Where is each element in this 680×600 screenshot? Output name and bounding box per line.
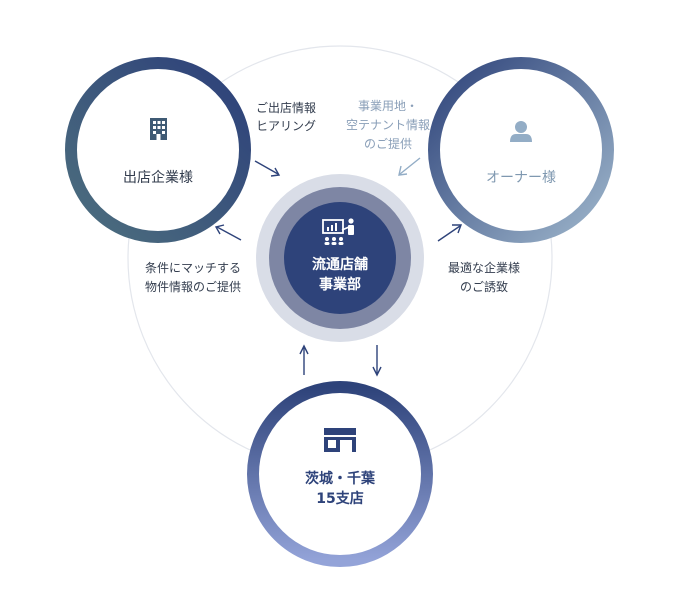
- caption-property-line1: 条件にマッチする: [145, 261, 241, 275]
- caption-hearing-line2: ヒアリング: [256, 119, 316, 133]
- branches-label-line2: 15支店: [316, 490, 363, 507]
- arrow-company-to-hub: [254, 160, 281, 177]
- arrow-hub-to-owner: [437, 224, 463, 242]
- arrow-branches-to-hub: [299, 344, 309, 375]
- node-company: 出店企業様: [65, 57, 251, 243]
- person-icon: [510, 121, 532, 142]
- caption-land-line1: 事業用地・: [358, 99, 418, 113]
- caption-invite-line1: 最適な企業様: [448, 260, 520, 275]
- company-label: 出店企業様: [123, 169, 193, 186]
- building-icon: [150, 118, 167, 140]
- caption-hearing-line1: ご出店情報: [256, 100, 316, 115]
- caption-property-line2: 物件情報のご提供: [145, 279, 241, 294]
- arrow-owner-to-hub: [398, 157, 421, 176]
- owner-label: オーナー様: [486, 170, 556, 186]
- presentation-icon: [322, 218, 354, 245]
- node-owner: オーナー様: [428, 57, 614, 243]
- center-core: [284, 202, 396, 314]
- caption-invite-line2: のご誘致: [460, 279, 508, 294]
- arrow-hub-to-company: [214, 224, 242, 241]
- branches-label-line1: 茨城・千葉: [305, 470, 376, 487]
- center-hub: 流通店舗 事業部: [256, 174, 424, 342]
- store-icon: [324, 428, 356, 452]
- caption-land-line3: のご提供: [364, 136, 412, 151]
- center-title-line2: 事業部: [319, 276, 361, 293]
- caption-land-line2: 空テナント情報: [346, 118, 430, 132]
- node-branches: 茨城・千葉 15支店: [247, 381, 433, 567]
- center-title-line1: 流通店舗: [312, 256, 368, 273]
- arrow-hub-to-branches: [372, 345, 382, 377]
